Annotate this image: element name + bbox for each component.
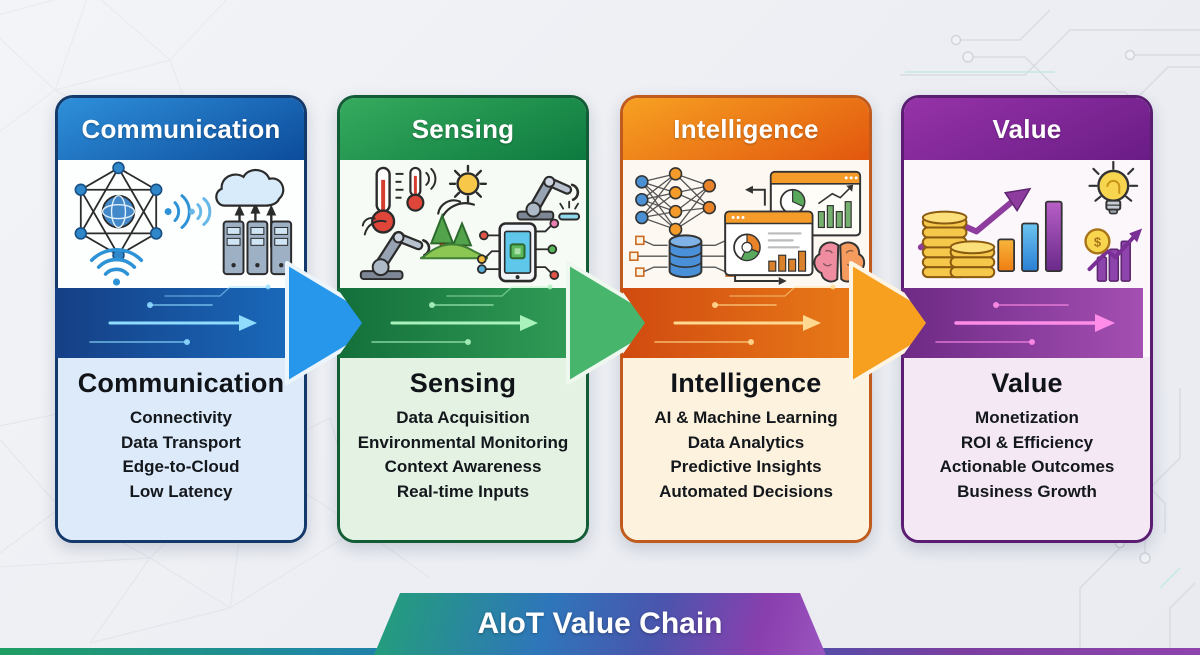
value-icons: $ — [904, 160, 1150, 286]
card-item: Business Growth — [957, 481, 1097, 501]
card-value-header: Value — [904, 98, 1150, 160]
card-item: Data Transport — [121, 432, 241, 452]
dashboard-window-icon — [724, 210, 814, 277]
svg-text:$: $ — [1094, 234, 1101, 249]
card-header-label: Value — [992, 113, 1062, 144]
neural-network-icon — [635, 167, 717, 237]
card-item: Context Awareness — [384, 457, 542, 476]
card-item: Automated Decisions — [659, 481, 833, 501]
flow-band-value — [901, 288, 1143, 358]
card-item: Monetization — [975, 408, 1079, 427]
sun-icon — [448, 164, 488, 203]
smart-device-icon — [476, 218, 560, 283]
dollar-coin-icon: $ — [1084, 228, 1111, 255]
communication-icons-art — [74, 161, 293, 286]
card-title: Sensing — [409, 368, 517, 398]
intelligence-icons — [623, 160, 869, 286]
card-sensing-header: Sensing — [340, 98, 586, 160]
title-banner: AIoT Value Chain — [374, 593, 826, 655]
card-communication-header: Communication — [58, 98, 304, 160]
card-item: Connectivity — [129, 408, 233, 427]
card-header-label: Sensing — [411, 113, 515, 144]
sensing-icons-art — [359, 164, 581, 283]
card-header-label: Communication — [81, 113, 281, 144]
banner-title: AIoT Value Chain — [477, 607, 723, 640]
roi-chart-icon: $ — [1084, 228, 1143, 282]
wifi-icon — [89, 248, 144, 286]
card-item: Actionable Outcomes — [939, 457, 1115, 476]
network-globe-icon — [74, 161, 163, 262]
intelligence-icons-art — [629, 167, 866, 286]
flow-band-communication — [55, 261, 389, 385]
bar-chart-icon — [997, 200, 1063, 273]
card-item: Real-time Inputs — [396, 481, 530, 501]
flow-band-intelligence — [620, 261, 953, 385]
card-item: Low Latency — [129, 481, 233, 501]
coin-stack-icon — [921, 210, 996, 279]
value-icons-art: $ — [917, 160, 1143, 282]
card-item: AI & Machine Learning — [654, 408, 838, 427]
thermometer-icon — [371, 166, 404, 234]
card-title: Intelligence — [670, 368, 822, 398]
flow-arrows-icon — [734, 185, 787, 286]
communication-icons — [58, 160, 304, 286]
value-text: Value Monetization ROI & Efficiency Acti… — [904, 357, 1150, 540]
card-item: Environmental Monitoring — [357, 432, 569, 452]
arrowhead — [285, 261, 389, 385]
robot-arm-icon — [516, 175, 581, 221]
flow-arrow-bands — [55, 261, 1143, 385]
card-title: Value — [991, 368, 1063, 398]
sensing-icons — [340, 160, 586, 286]
card-item: Edge-to-Cloud — [122, 457, 240, 476]
card-item: Predictive Insights — [670, 457, 822, 476]
card-intelligence-header: Intelligence — [623, 98, 869, 160]
card-item: Data Acquisition — [396, 408, 530, 427]
arrowhead — [566, 261, 670, 385]
signal-waves-icon — [164, 194, 212, 229]
server-rack-icon — [222, 220, 293, 276]
arrowhead — [849, 261, 953, 385]
thermometer-signal-icon — [406, 166, 437, 212]
card-header-label: Intelligence — [673, 113, 819, 144]
card-item: ROI & Efficiency — [960, 432, 1094, 452]
robot-arm-2-icon — [359, 217, 431, 281]
card-item: Data Analytics — [687, 432, 805, 452]
lightbulb-icon — [1088, 160, 1139, 215]
card-title: Communication — [77, 368, 285, 398]
intelligence-text: Intelligence AI & Machine Learning Data … — [623, 357, 869, 540]
flow-band-sensing — [337, 261, 670, 385]
landscape-icon — [419, 212, 489, 260]
